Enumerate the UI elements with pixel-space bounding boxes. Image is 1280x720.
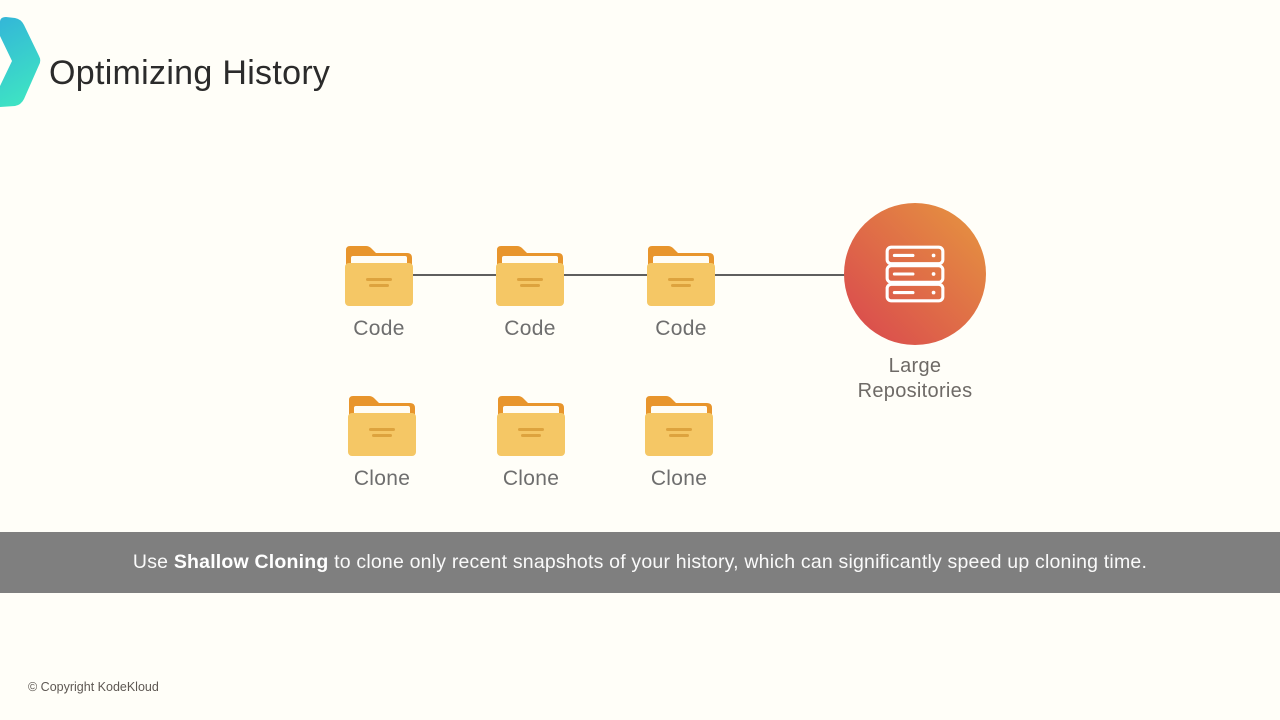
repository-label: Large Repositories [858,354,973,404]
folder-label: Code [504,317,556,340]
folder-icon [643,238,719,306]
repository-label-line1: Large [888,355,942,377]
clone-folder-node: Clone [476,388,586,491]
folder-icon [492,238,568,306]
repository-label-line2: Repositories [857,380,973,402]
folder-label: Clone [502,467,560,490]
folder-icon [493,388,569,456]
code-folder-node: Code [324,238,434,341]
kodekloud-chevron-icon [0,17,41,107]
folder-icon [344,388,420,456]
folder-icon [341,238,417,306]
clone-folder-node: Clone [327,388,437,491]
banner-text-prefix: Use [132,551,174,573]
server-rack-icon [882,241,948,307]
folder-label: Clone [353,467,411,490]
page-title: Optimizing History [49,54,331,92]
banner-text-bold: Shallow Cloning [173,551,329,573]
info-banner: Use Shallow Cloning to clone only recent… [0,532,1280,593]
folder-label: Clone [650,467,708,490]
folder-icon [641,388,717,456]
folder-label: Code [353,317,405,340]
repository-circle [844,203,986,345]
copyright-text: © Copyright KodeKloud [28,680,159,694]
clone-folder-node: Clone [624,388,734,491]
folder-label: Code [655,317,707,340]
banner-text: Use Shallow Cloning to clone only recent… [133,551,1147,574]
code-folder-node: Code [475,238,585,341]
connector-line [379,274,845,276]
large-repositories-node: Large Repositories [835,203,995,404]
banner-text-suffix: to clone only recent snapshots of your h… [328,551,1148,573]
code-folder-node: Code [626,238,736,341]
